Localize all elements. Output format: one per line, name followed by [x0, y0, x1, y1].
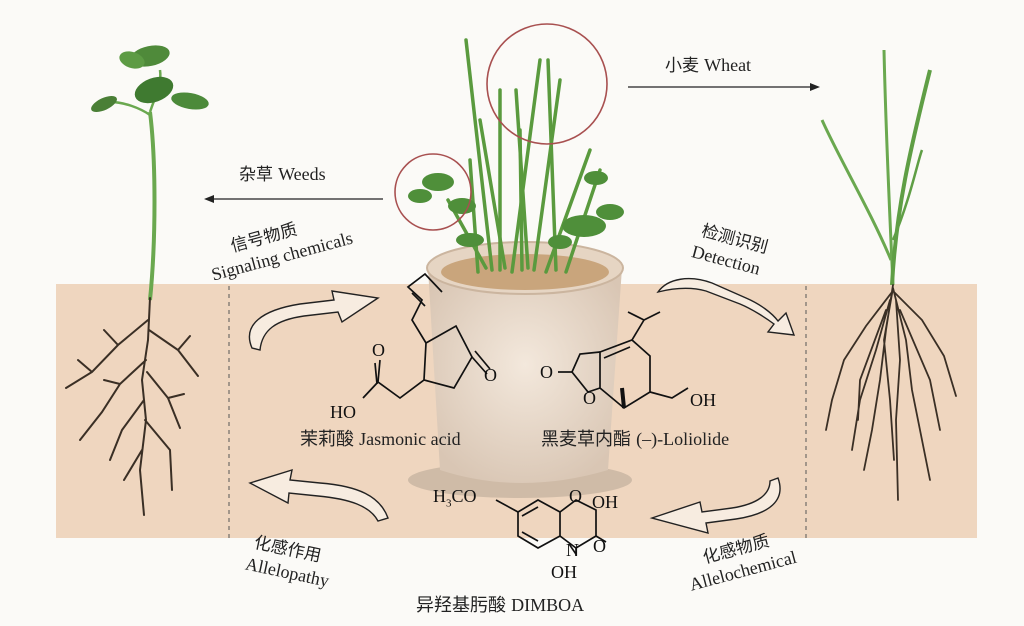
arrow-to-wheat — [628, 83, 820, 91]
dimboa-name-cn: 异羟基肟酸 — [416, 595, 506, 616]
dimboa-oh-top: OH — [592, 492, 618, 512]
compound-jasmonic-name: 茉莉酸 Jasmonic acid — [300, 430, 461, 449]
loliolide-ring-o: O — [583, 388, 596, 408]
loliolide-carbonyl-o: O — [540, 362, 553, 382]
loliolide-name-cn: 黑麦草内酯 — [541, 429, 631, 450]
weed-highlight-circle — [394, 153, 472, 231]
curved-arrow-allelopathy — [248, 468, 389, 522]
label-weeds-cn: 杂草 — [239, 165, 273, 185]
loliolide-structure — [558, 311, 689, 410]
label-weeds: 杂草 Weeds — [239, 165, 326, 184]
compound-dimboa-name: 异羟基肟酸 DIMBOA — [416, 596, 584, 615]
curved-arrow-allelochemical — [649, 477, 781, 534]
jasmonic-name-cn: 茉莉酸 — [300, 429, 354, 450]
label-weeds-en: Weeds — [278, 164, 326, 184]
weed-roots — [65, 297, 199, 516]
pot — [408, 241, 632, 498]
dimboa-co: CO — [451, 486, 477, 506]
label-wheat-en: Wheat — [704, 55, 752, 75]
dimboa-structure — [495, 499, 607, 556]
label-wheat-cn: 小麦 — [665, 56, 699, 76]
dimboa-ring-o: O — [569, 486, 582, 506]
jasmonic-ho: HO — [330, 402, 356, 422]
curved-arrow-detection — [656, 277, 796, 336]
pot-seedlings — [446, 38, 602, 274]
compound-loliolide-name: 黑麦草内酯 (–)-Loliolide — [541, 430, 729, 449]
jasmonic-acid-structure — [362, 272, 491, 400]
wheat-highlight-circle — [486, 23, 608, 145]
label-wheat: 小麦 Wheat — [665, 56, 751, 75]
arrow-to-weeds — [204, 195, 383, 203]
dimboa-sub-3: 3 — [446, 497, 452, 510]
dimboa-name-en: DIMBOA — [511, 595, 585, 615]
jasmonic-name-en: Jasmonic acid — [359, 429, 461, 449]
jasmonic-ketone-o: O — [484, 365, 497, 385]
curved-arrow-signaling — [248, 290, 380, 351]
loliolide-name-en: (–)-Loliolide — [636, 429, 730, 449]
dimboa-carbonyl-o: O — [593, 536, 606, 556]
wheat-roots — [825, 284, 957, 501]
weed-plant — [65, 45, 209, 516]
dimboa-n: N — [566, 540, 579, 560]
dimboa-h: H — [433, 486, 446, 506]
jasmonic-carbonyl-o: O — [372, 340, 385, 360]
dimboa-oh-bottom: OH — [551, 562, 577, 582]
wheat-plant — [820, 49, 957, 501]
dimboa-methoxy: H3CO — [433, 486, 477, 510]
loliolide-oh: OH — [690, 390, 716, 410]
